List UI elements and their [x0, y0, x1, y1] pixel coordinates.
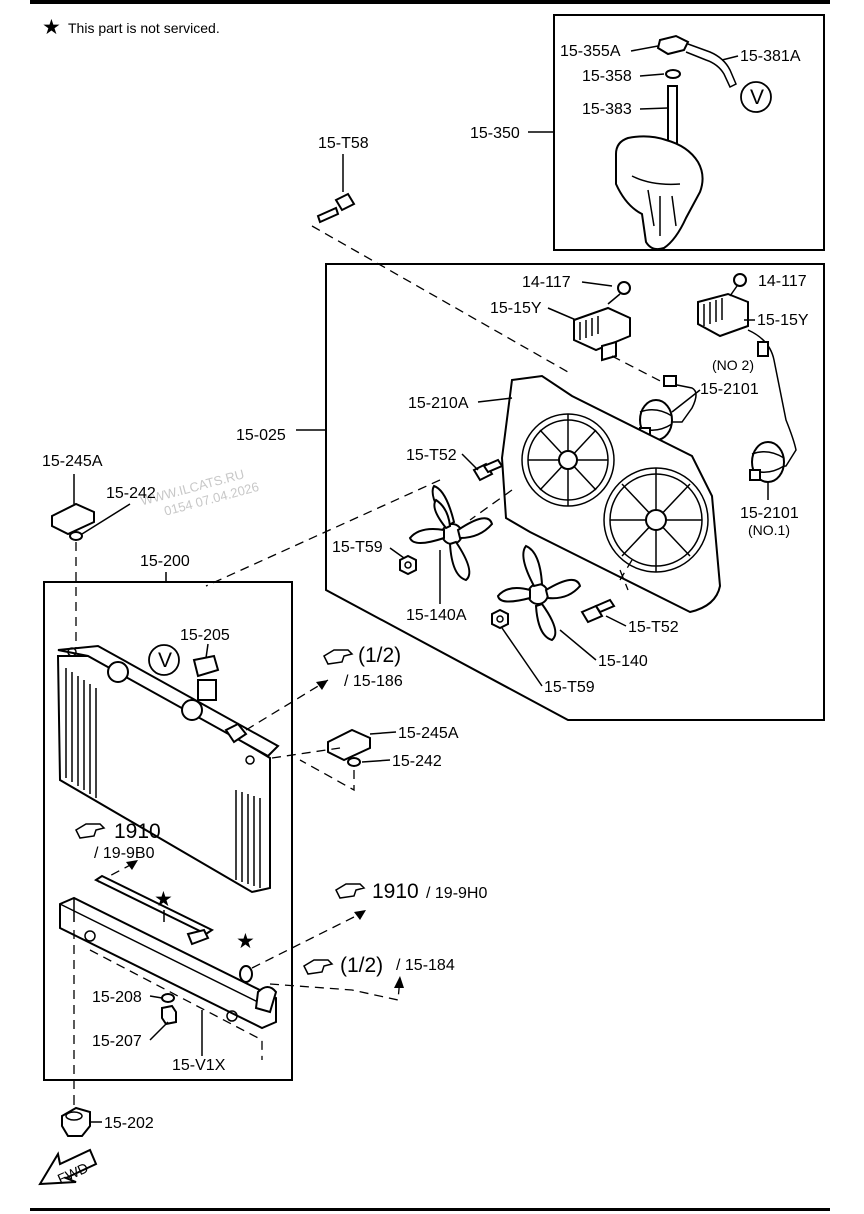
pipe-stub[interactable] — [186, 928, 210, 946]
label-15-2101-no1: 15-2101 — [740, 505, 799, 522]
fan-15-140[interactable] — [496, 544, 582, 642]
note-text: This part is not serviced. — [68, 20, 220, 36]
v-label-radiator: V — [158, 649, 172, 672]
connector-no1[interactable] — [757, 341, 769, 357]
label-15-140: 15-140 — [598, 653, 648, 670]
ref-19-9h0[interactable]: / 19-9H0 — [426, 885, 487, 902]
ref-1-2-b[interactable]: (1/2) — [340, 954, 383, 977]
star-lower-tank: ★ — [154, 888, 173, 911]
ref-15-186[interactable]: / 15-186 — [344, 673, 403, 690]
screw-15-t52-left[interactable] — [472, 458, 504, 482]
ref-hand-icon-1910-b[interactable] — [335, 883, 366, 899]
bolt-15-t58[interactable] — [316, 192, 356, 224]
label-15-t52-right: 15-T52 — [628, 619, 679, 636]
label-15-v1x: 15-V1X — [172, 1057, 226, 1074]
bushing-15-242-left[interactable] — [69, 531, 83, 541]
label-no1: (NO.1) — [748, 522, 790, 538]
coolant-reservoir[interactable] — [615, 135, 704, 251]
label-15-245a-right: 15-245A — [398, 725, 459, 742]
bracket-15-245a-left[interactable] — [51, 502, 95, 536]
label-14-117-left: 14-117 — [522, 274, 571, 291]
reservoir-cap-assembly[interactable] — [656, 34, 737, 89]
o-ring-15-358[interactable] — [665, 69, 681, 79]
label-15-381a: 15-381A — [740, 48, 801, 65]
label-15-200: 15-200 — [140, 553, 190, 570]
relay-15-15y-left[interactable] — [573, 306, 631, 362]
bottom-border — [30, 1208, 830, 1211]
note-star: ★ — [42, 16, 61, 39]
bracket-15-245a-right[interactable] — [327, 728, 371, 762]
top-border — [30, 0, 830, 4]
label-15-15y-left: 15-15Y — [490, 300, 542, 317]
relay-15-15y-right[interactable] — [697, 292, 749, 338]
radiator-core[interactable] — [56, 644, 280, 894]
screw-15-t52-right[interactable] — [580, 598, 616, 624]
fan-shroud-15-210a[interactable] — [500, 374, 722, 614]
nut-15-t59-right[interactable] — [491, 608, 509, 630]
outlet-hose-neck[interactable] — [254, 986, 278, 1014]
ref-15-184[interactable]: / 15-184 — [396, 957, 455, 974]
label-15-2101-no2: 15-2101 — [700, 381, 759, 398]
ref-hand-icon-1910-a[interactable] — [75, 823, 106, 839]
drain-plug-15-207[interactable] — [161, 1004, 177, 1026]
v-mark-radiator: V — [148, 644, 180, 676]
label-15-355a: 15-355A — [560, 43, 621, 60]
o-ring-15-208[interactable] — [161, 993, 175, 1003]
connector-no2[interactable] — [663, 375, 677, 387]
bushing-15-242-right[interactable] — [347, 757, 361, 767]
ref-19-9b0[interactable]: / 19-9B0 — [94, 845, 155, 862]
fan-motor-no1[interactable] — [749, 441, 785, 483]
ref-1910-b[interactable]: 1910 — [372, 880, 419, 903]
screw-14-117-left[interactable] — [607, 281, 631, 305]
label-15-207: 15-207 — [92, 1033, 142, 1050]
label-15-t52-left: 15-T52 — [406, 447, 457, 464]
fan-15-140a[interactable] — [408, 484, 494, 582]
radiator-box — [43, 581, 293, 1081]
label-15-245a-left: 15-245A — [42, 453, 103, 470]
seal-ring[interactable] — [239, 965, 253, 983]
label-no2: (NO 2) — [712, 357, 754, 373]
lower-tank-15-v1x[interactable] — [59, 874, 277, 1030]
label-15-t59-left: 15-T59 — [332, 539, 383, 556]
fan-assembly-box — [325, 263, 825, 721]
label-15-210a: 15-210A — [408, 395, 469, 412]
screw-14-117-right[interactable] — [729, 273, 747, 297]
ref-1910-a[interactable]: 1910 — [114, 820, 161, 843]
radiator-cap-15-205[interactable] — [192, 654, 220, 678]
label-15-383: 15-383 — [582, 101, 632, 118]
v-label-reservoir: V — [750, 86, 764, 109]
label-15-15y-right: 15-15Y — [757, 312, 809, 329]
label-15-242-right: 15-242 — [392, 753, 442, 770]
star-seal: ★ — [236, 930, 255, 953]
watermark: WWW.ILCATS.RU 0154 07.04.2026 — [139, 466, 261, 518]
label-15-202: 15-202 — [104, 1115, 154, 1132]
label-15-358: 15-358 — [582, 68, 632, 85]
nut-15-t59-left[interactable] — [399, 554, 417, 576]
ref-1-2-a[interactable]: (1/2) — [358, 644, 401, 667]
label-15-208: 15-208 — [92, 989, 142, 1006]
label-15-205: 15-205 — [180, 627, 230, 644]
label-15-140a: 15-140A — [406, 607, 467, 624]
label-15-350: 15-350 — [470, 125, 520, 142]
label-14-117-right: 14-117 — [758, 273, 807, 290]
label-15-t58: 15-T58 — [318, 135, 369, 152]
v-mark-reservoir: V — [740, 81, 772, 113]
bushing-15-202[interactable] — [61, 1106, 91, 1137]
fwd-arrow-icon: FWD — [38, 1148, 98, 1187]
ref-hand-icon-15-186[interactable] — [323, 649, 354, 665]
ref-hand-icon-15-184[interactable] — [303, 959, 334, 975]
label-15-242-left: 15-242 — [106, 485, 156, 502]
label-15-t59-right: 15-T59 — [544, 679, 595, 696]
label-15-025: 15-025 — [236, 427, 286, 444]
